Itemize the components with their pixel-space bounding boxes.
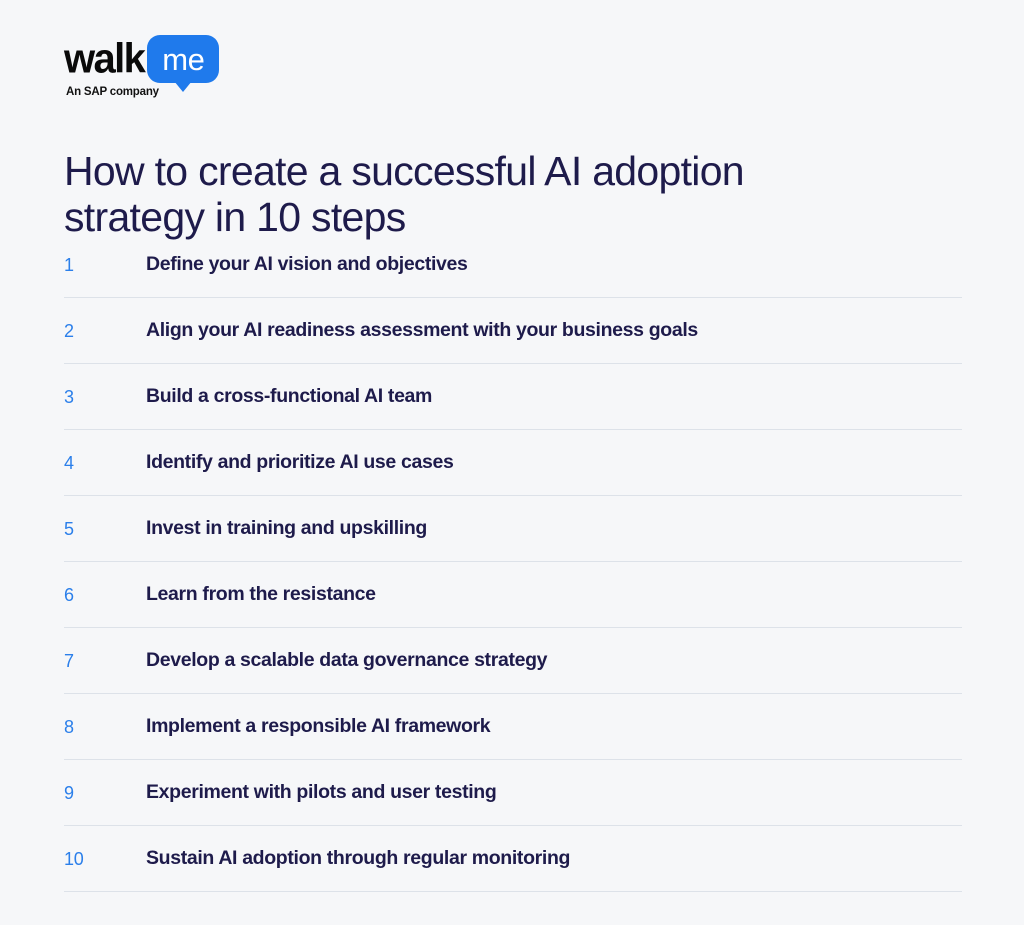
step-label: Sustain AI adoption through regular moni… bbox=[146, 847, 571, 870]
step-number: 8 bbox=[64, 716, 74, 737]
logo-lockup: walk me bbox=[64, 35, 364, 92]
step-label: Implement a responsible AI framework bbox=[146, 715, 491, 738]
step-number: 6 bbox=[64, 584, 74, 605]
logo-wordmark-text: walk bbox=[64, 36, 146, 82]
list-item[interactable]: 1 Define your AI vision and objectives bbox=[64, 232, 962, 298]
step-label: Experiment with pilots and user testing bbox=[146, 781, 497, 804]
list-item[interactable]: 8 Implement a responsible AI framework bbox=[64, 694, 962, 760]
list-item[interactable]: 9 Experiment with pilots and user testin… bbox=[64, 760, 962, 826]
step-number: 1 bbox=[64, 254, 74, 275]
step-label: Learn from the resistance bbox=[146, 583, 376, 606]
list-item[interactable]: 5 Invest in training and upskilling bbox=[64, 496, 962, 562]
step-label: Identify and prioritize AI use cases bbox=[146, 451, 454, 474]
steps-list: 1 Define your AI vision and objectives 2… bbox=[64, 232, 962, 892]
step-label: Define your AI vision and objectives bbox=[146, 253, 468, 276]
step-label: Build a cross-functional AI team bbox=[146, 385, 433, 408]
list-item[interactable]: 4 Identify and prioritize AI use cases bbox=[64, 430, 962, 496]
step-number: 5 bbox=[64, 518, 74, 539]
page-title: How to create a successful AI adoption s… bbox=[64, 148, 745, 241]
walkme-logo[interactable]: walk me An SAP company bbox=[64, 35, 364, 102]
step-label: Develop a scalable data governance strat… bbox=[146, 649, 548, 672]
step-number: 7 bbox=[64, 650, 74, 671]
list-item[interactable]: 6 Learn from the resistance bbox=[64, 562, 962, 628]
step-number: 9 bbox=[64, 782, 74, 803]
list-item[interactable]: 3 Build a cross-functional AI team bbox=[64, 364, 962, 430]
logo-tagline: An SAP company bbox=[66, 86, 159, 98]
step-number: 10 bbox=[64, 848, 84, 869]
step-number: 4 bbox=[64, 452, 74, 473]
list-item[interactable]: 7 Develop a scalable data governance str… bbox=[64, 628, 962, 694]
step-number: 2 bbox=[64, 320, 74, 341]
step-label: Invest in training and upskilling bbox=[146, 517, 427, 540]
step-number: 3 bbox=[64, 386, 74, 407]
list-item[interactable]: 10 Sustain AI adoption through regular m… bbox=[64, 826, 962, 892]
step-label: Align your AI readiness assessment with … bbox=[146, 319, 698, 342]
list-item[interactable]: 2 Align your AI readiness assessment wit… bbox=[64, 298, 962, 364]
speech-bubble-icon: me bbox=[147, 35, 220, 92]
logo-bubble-text: me bbox=[162, 41, 205, 77]
